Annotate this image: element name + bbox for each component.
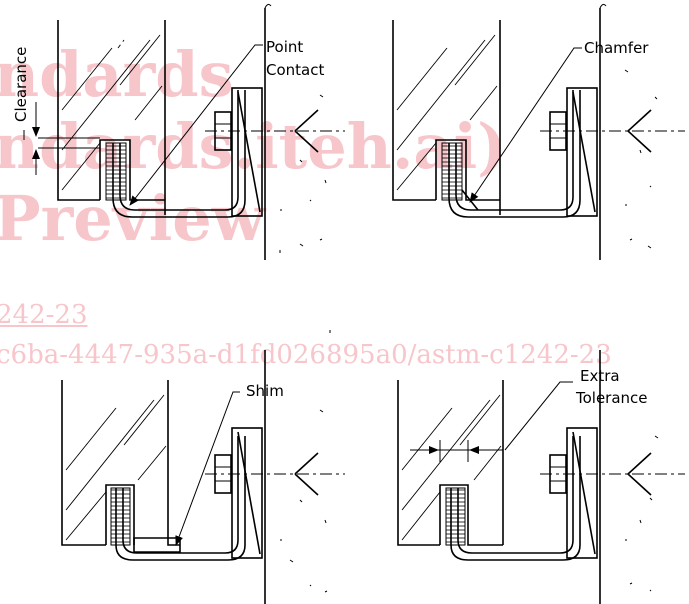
panel-chamfer <box>392 3 685 260</box>
clearance-label: Clearance <box>12 46 30 122</box>
panel-point-contact <box>23 3 345 260</box>
watermark-text-4: 242-23 <box>0 300 88 330</box>
panel-shim <box>61 330 345 604</box>
watermark-text-3: Preview <box>0 182 266 255</box>
point-contact-label-line2: Contact <box>266 61 325 79</box>
extra-tolerance-label-line2: Tolerance <box>576 389 648 407</box>
point-contact-label-line1: Point <box>266 38 304 56</box>
watermark-text-5: c6ba-4447-935a-d1fd026895a0/astm-c1242-2… <box>0 340 612 370</box>
shim-label: Shim <box>246 382 284 400</box>
panel-extra-tolerance <box>397 350 685 604</box>
chamfer-label: Chamfer <box>584 39 649 57</box>
watermark-text-1: ndards <box>0 38 234 111</box>
extra-tolerance-label-line1: Extra <box>580 367 620 385</box>
